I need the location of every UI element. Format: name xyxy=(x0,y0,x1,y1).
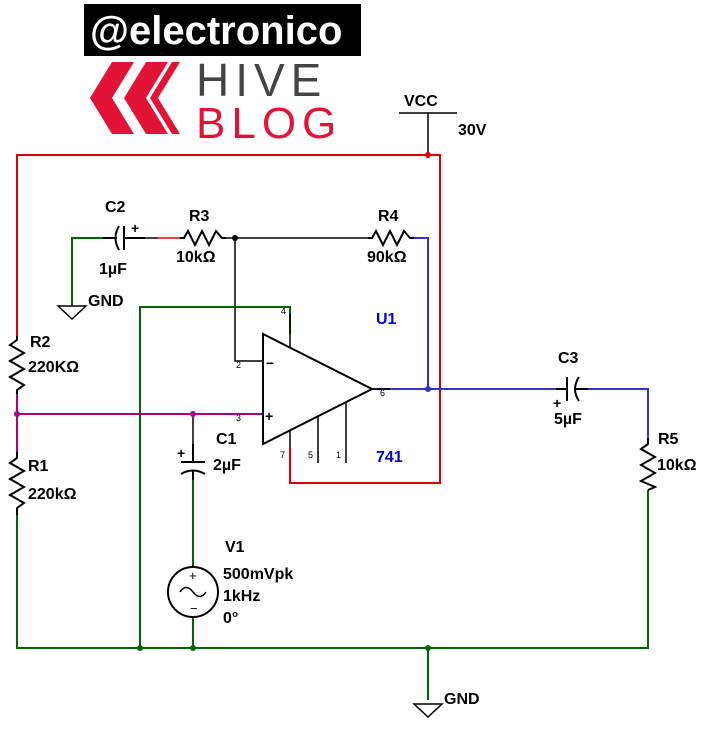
r2-resistor xyxy=(7,336,27,394)
v1-ac-source-icon xyxy=(167,565,219,618)
feedback-wires xyxy=(145,237,368,444)
bias-junction-c1 xyxy=(190,411,196,417)
supply-wires xyxy=(16,154,441,484)
r4-resistor xyxy=(368,228,414,248)
pin-2-label: 2 xyxy=(236,360,241,370)
ground-junction-c xyxy=(425,645,431,651)
opamp-model: 741 xyxy=(376,449,403,466)
r5-value: 10kΩ xyxy=(657,457,697,474)
output-wires xyxy=(372,237,649,438)
v1-phase: 0° xyxy=(223,610,238,627)
v1-minus-sign: − xyxy=(190,601,198,616)
c1-value: 2µF xyxy=(213,457,241,474)
vcc-junction xyxy=(425,152,431,158)
r2-ref: R2 xyxy=(30,334,51,351)
ground-junction-a xyxy=(137,645,143,651)
r3-value: 10kΩ xyxy=(176,249,216,266)
c2-ref: C2 xyxy=(105,199,126,216)
c3-value: 5µF xyxy=(554,411,582,428)
c2-value: 1µF xyxy=(99,261,127,278)
inverting-junction xyxy=(232,235,238,241)
hive-blog-logo: @electronico HIVE BLOG xyxy=(84,4,361,148)
c3-capacitor xyxy=(556,376,588,402)
v1-ref: V1 xyxy=(225,539,245,556)
logo-subtitle-text: BLOG xyxy=(196,99,342,148)
vcc-value: 30V xyxy=(458,122,487,139)
opamp-ref: U1 xyxy=(376,311,397,328)
v1-plus-sign: + xyxy=(189,568,197,583)
pin-7-label: 7 xyxy=(280,450,285,460)
bias-junction-left xyxy=(14,411,20,417)
opamp-minus-sign: − xyxy=(266,355,274,371)
r3-ref: R3 xyxy=(189,208,210,225)
output-junction xyxy=(425,386,431,392)
hive-mark-icon xyxy=(90,62,180,134)
pin-1-label: 1 xyxy=(336,450,341,460)
pin-3-label: 3 xyxy=(236,413,241,423)
gnd-label-bottom: GND xyxy=(444,691,480,708)
c1-ref: C1 xyxy=(216,431,237,448)
logo-handle-text: @electronico xyxy=(90,9,342,53)
ground-junction-b xyxy=(190,645,196,651)
c3-polarity-plus: + xyxy=(553,395,561,411)
ground-symbol-bottom xyxy=(412,703,444,719)
r5-ref: R5 xyxy=(658,431,679,448)
vcc-supply: VCC 30V xyxy=(399,93,487,155)
r4-ref: R4 xyxy=(378,208,399,225)
c2-polarity-plus: + xyxy=(131,220,139,236)
pin-4-label: 4 xyxy=(281,306,286,316)
c1-capacitor xyxy=(180,444,206,480)
c1-polarity-plus: + xyxy=(177,445,185,461)
r1-value: 220kΩ xyxy=(28,486,77,503)
r1-ref: R1 xyxy=(28,458,49,475)
vcc-label: VCC xyxy=(404,93,438,110)
opamp-u1 xyxy=(262,313,390,463)
logo-handle-bar xyxy=(84,4,361,56)
c3-ref: C3 xyxy=(558,350,579,367)
gnd-label-top: GND xyxy=(88,293,124,310)
opamp-plus-sign: + xyxy=(265,408,273,424)
c2-capacitor xyxy=(103,225,145,251)
r1-resistor xyxy=(7,452,27,515)
r3-resistor xyxy=(180,228,226,248)
logo-brand-text: HIVE xyxy=(196,54,327,106)
v1-amplitude: 500mVpk xyxy=(223,566,293,583)
pin-6-label: 6 xyxy=(380,388,385,398)
ground-symbol-top xyxy=(56,305,88,321)
r4-value: 90kΩ xyxy=(367,249,407,266)
r2-value: 220KΩ xyxy=(28,359,79,376)
pin-5-label: 5 xyxy=(308,450,313,460)
v1-frequency: 1kHz xyxy=(223,588,260,605)
r5-resistor xyxy=(638,438,658,491)
